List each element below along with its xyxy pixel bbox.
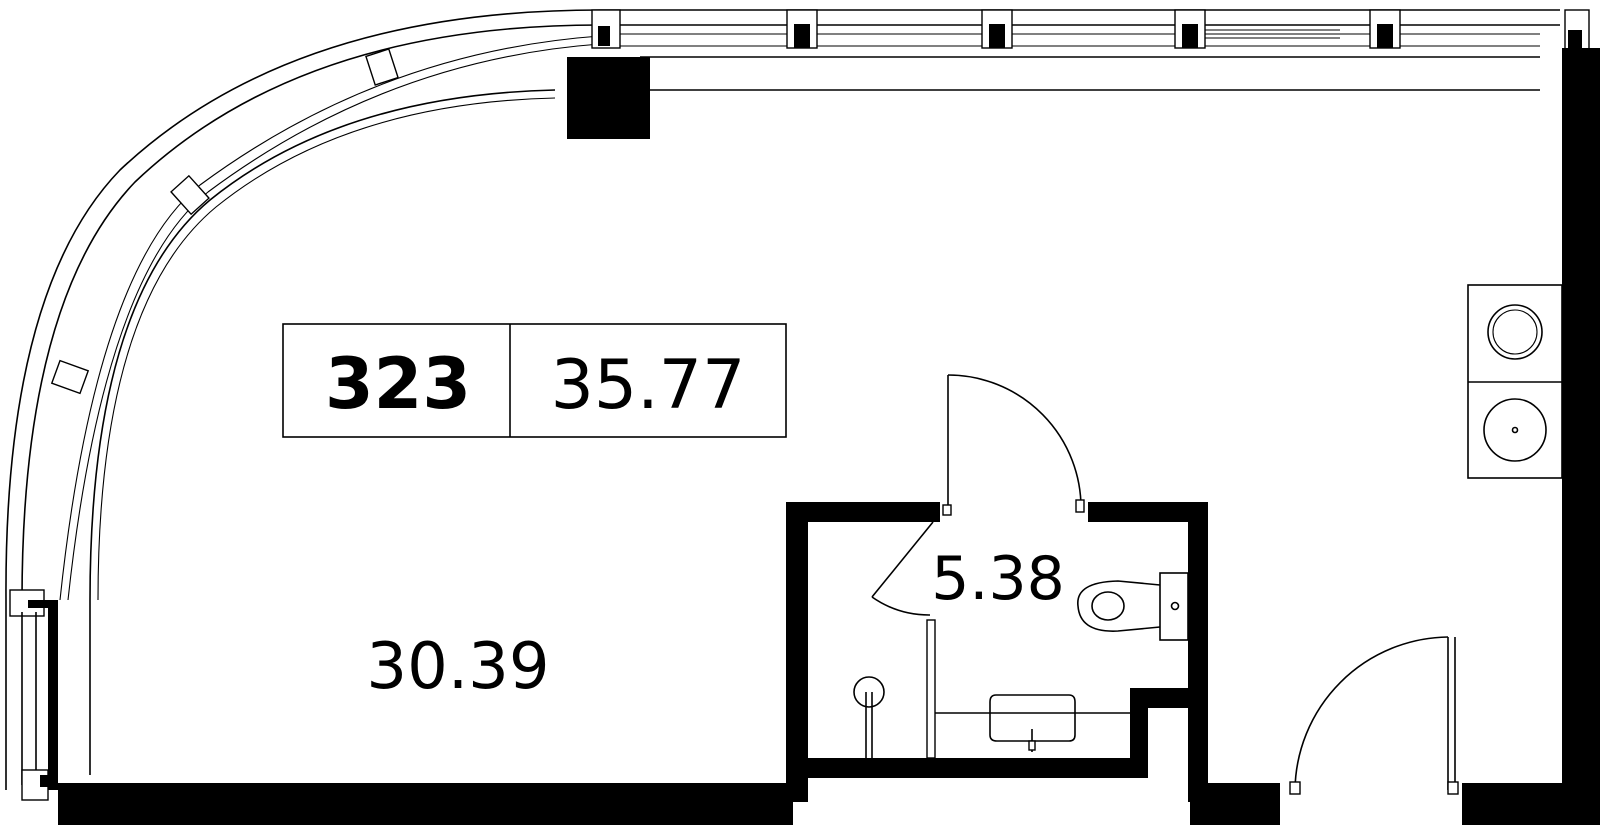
toilet (1077, 572, 1189, 641)
main-room-area: 30.39 (366, 630, 549, 704)
bathroom-entry-door (942, 374, 1085, 516)
curved-window-mullions (9, 48, 399, 617)
curved-facade (5, 9, 601, 790)
structural-column (567, 57, 650, 139)
shower-door (871, 521, 934, 616)
apartment-number: 323 (325, 343, 471, 425)
bathroom-area: 5.38 (931, 544, 1065, 614)
cooktop (1467, 284, 1563, 479)
entrance-door (1289, 636, 1459, 795)
total-area: 35.77 (551, 346, 746, 425)
top-facade (600, 9, 1560, 91)
shower-partition (926, 619, 936, 759)
bathroom-walls (786, 502, 1208, 802)
exterior-walls (58, 48, 1600, 825)
top-window-mullions (591, 9, 1590, 51)
left-wall (21, 600, 58, 801)
shower-fixture (853, 676, 885, 758)
apartment-info-box: 323 35.77 (282, 323, 787, 438)
sink (935, 694, 1130, 752)
